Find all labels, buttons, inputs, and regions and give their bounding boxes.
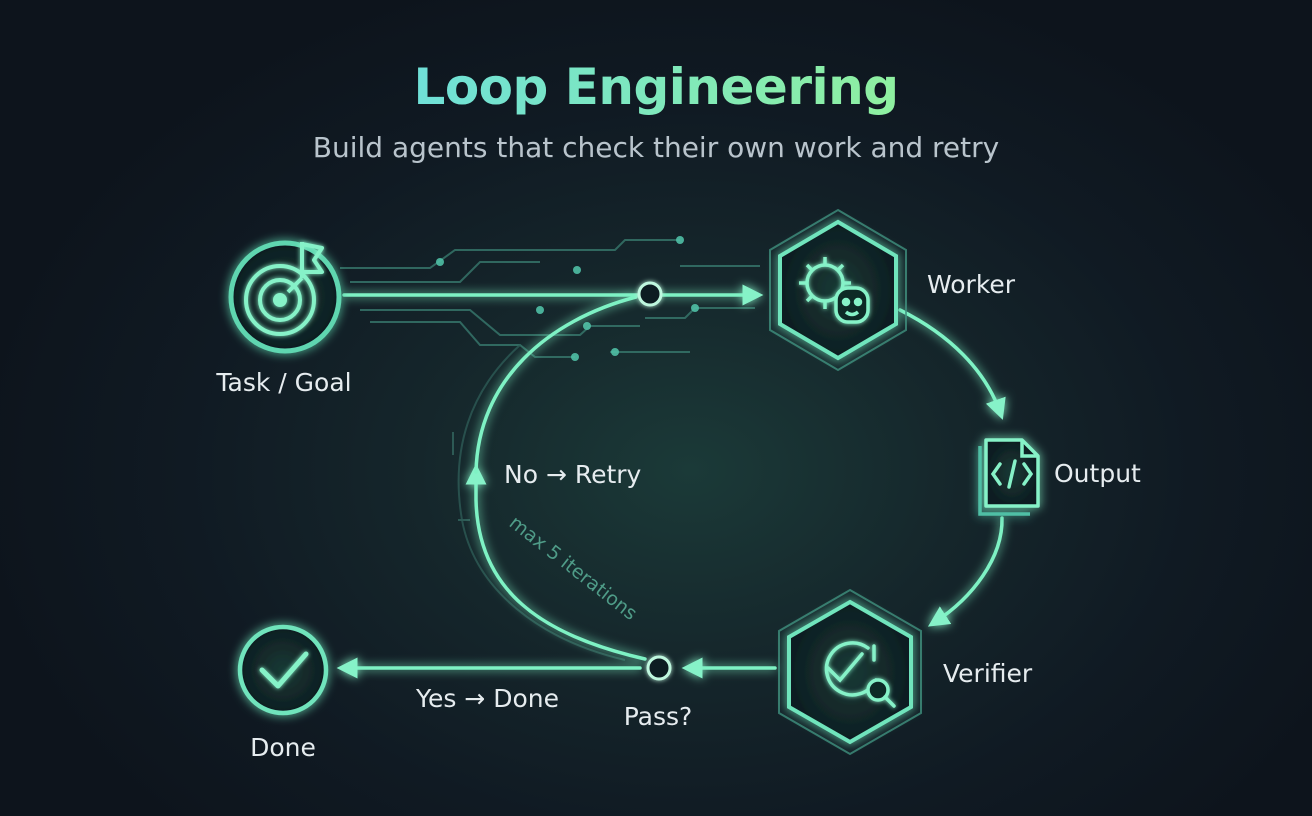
retry-label: No → Retry: [504, 460, 642, 489]
worker-to-output-arrow: [898, 308, 1006, 420]
pass-decision-label: Pass?: [624, 702, 693, 731]
output-label: Output: [1054, 459, 1141, 488]
check-icon: [259, 651, 309, 689]
diagram-subtitle: Build agents that check their own work a…: [313, 131, 999, 164]
worker-node: Worker: [769, 208, 1016, 372]
gear-bot-icon: [799, 257, 870, 324]
task-goal-label: Task / Goal: [215, 368, 351, 397]
retry-guide-tick: [452, 432, 470, 521]
output-to-verifier-arrow: [927, 516, 1004, 627]
loop-junction: [637, 281, 663, 307]
check-magnifier-icon: [824, 641, 896, 708]
retry-loop-arrow: [465, 463, 647, 661]
target-flag-icon: [244, 242, 324, 336]
task-goal-node: Task / Goal: [215, 240, 352, 397]
output-node: Output: [978, 438, 1141, 516]
retry-guide-arc: [457, 344, 626, 661]
code-file-icon: [978, 438, 1040, 516]
verifier-node: Verifier: [778, 588, 1033, 756]
decision-junction: [646, 655, 672, 681]
circuit-nodes: [436, 236, 699, 361]
retry-loop-upper: [474, 295, 638, 474]
verifier-label: Verifier: [943, 659, 1033, 688]
circuit-traces: [340, 239, 760, 358]
done-node: Done: [237, 624, 329, 762]
yes-done-label: Yes → Done: [415, 684, 559, 713]
diagram-title: Loop Engineering: [413, 58, 898, 116]
done-label: Done: [250, 733, 316, 762]
worker-label: Worker: [927, 270, 1016, 299]
